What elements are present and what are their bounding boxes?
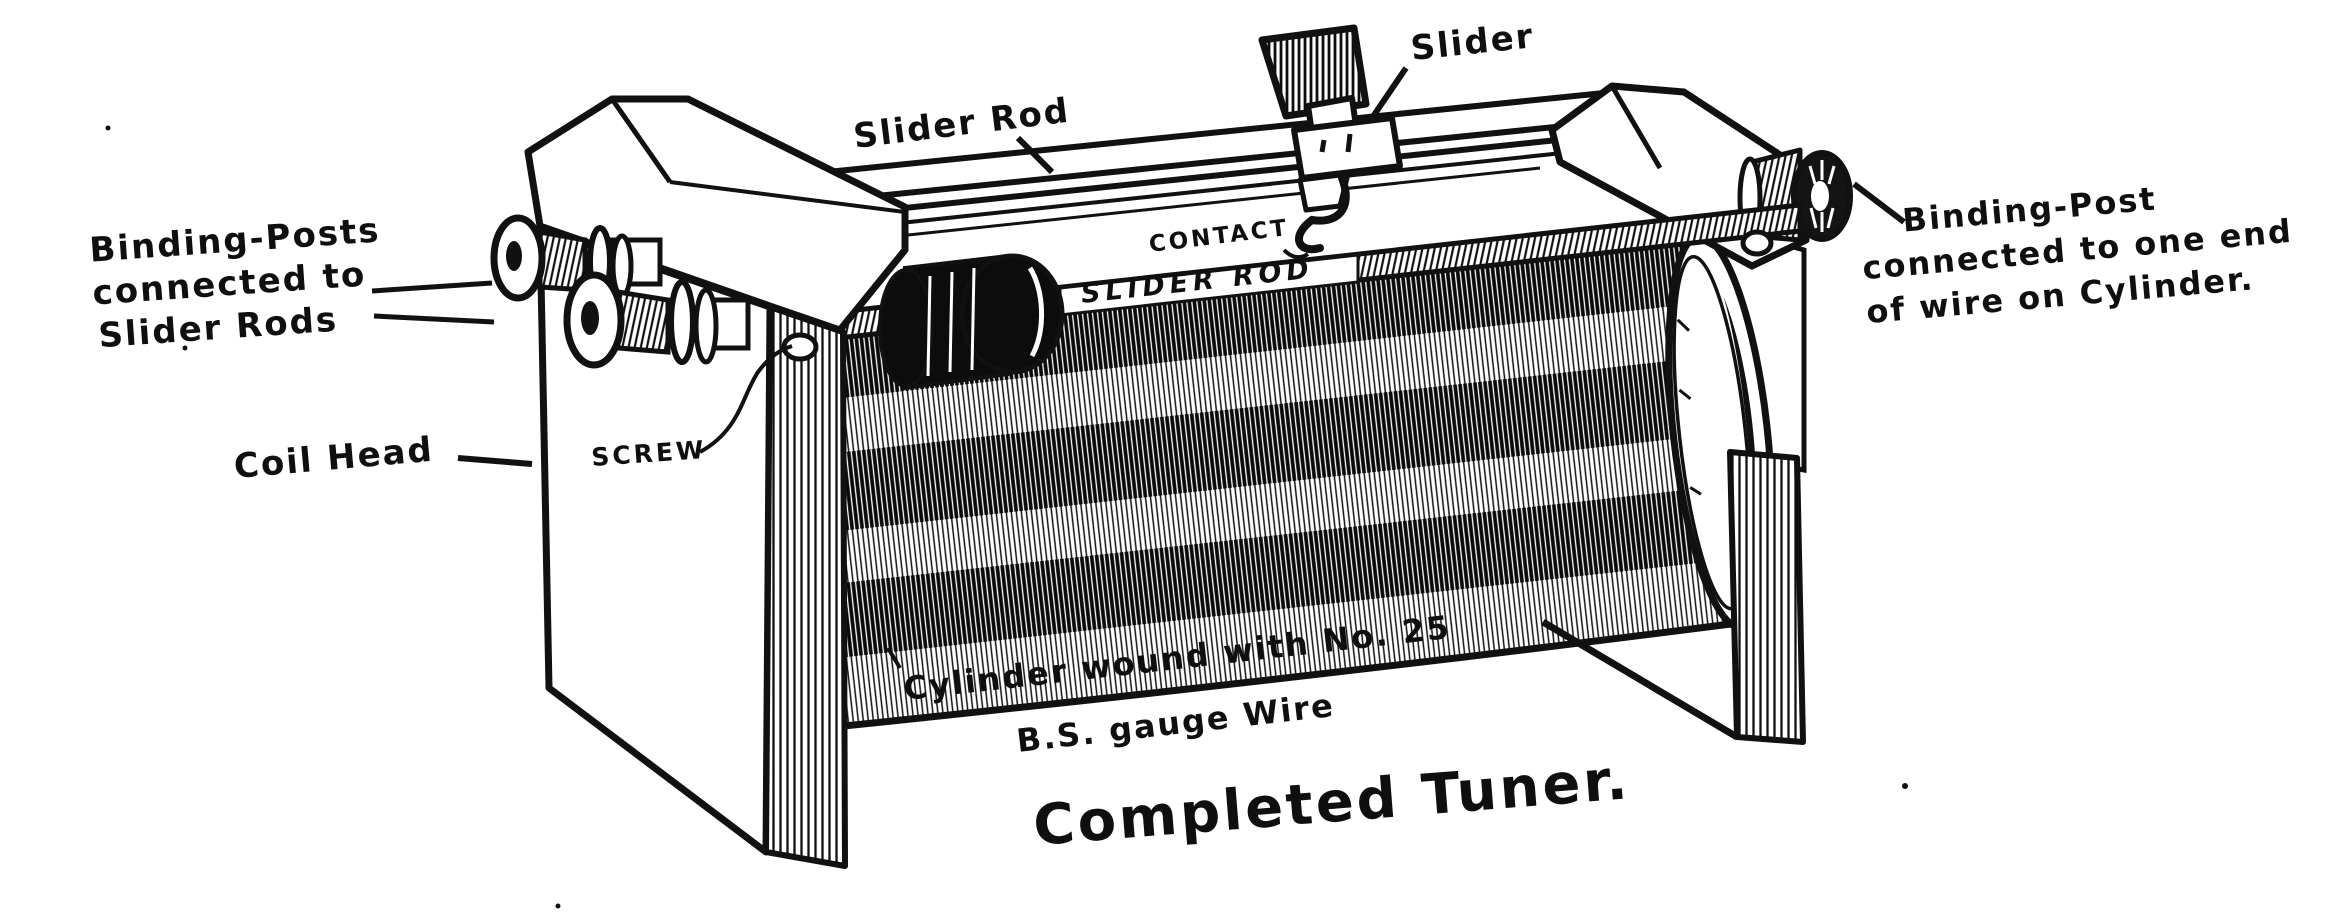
front-slider-knob	[878, 253, 1065, 391]
label-slider-rod-top: Slider Rod	[851, 91, 1072, 157]
binding-posts-left	[490, 214, 751, 369]
right-leg	[1727, 449, 1806, 745]
leader-lines	[371, 66, 1906, 670]
figure-title: Completed Tuner.	[1031, 747, 1632, 859]
slider-knob	[1258, 24, 1370, 120]
right-notch-edge	[1541, 618, 1739, 741]
label-slider: Slider	[1409, 16, 1536, 69]
back-slider	[1258, 24, 1403, 213]
front-slider-rod	[817, 202, 1803, 391]
winding-dark-band	[781, 356, 1717, 537]
left-coil-head	[490, 95, 909, 869]
winding-dark-band	[795, 485, 1731, 662]
print-specks	[105, 125, 1908, 909]
label-contact: CONTACT	[1148, 215, 1291, 258]
binding-post-lower	[563, 271, 751, 369]
contact-spring	[1295, 174, 1350, 254]
left-head-edge-leg	[763, 304, 848, 869]
label-coil-head: Coil Head	[232, 430, 435, 487]
